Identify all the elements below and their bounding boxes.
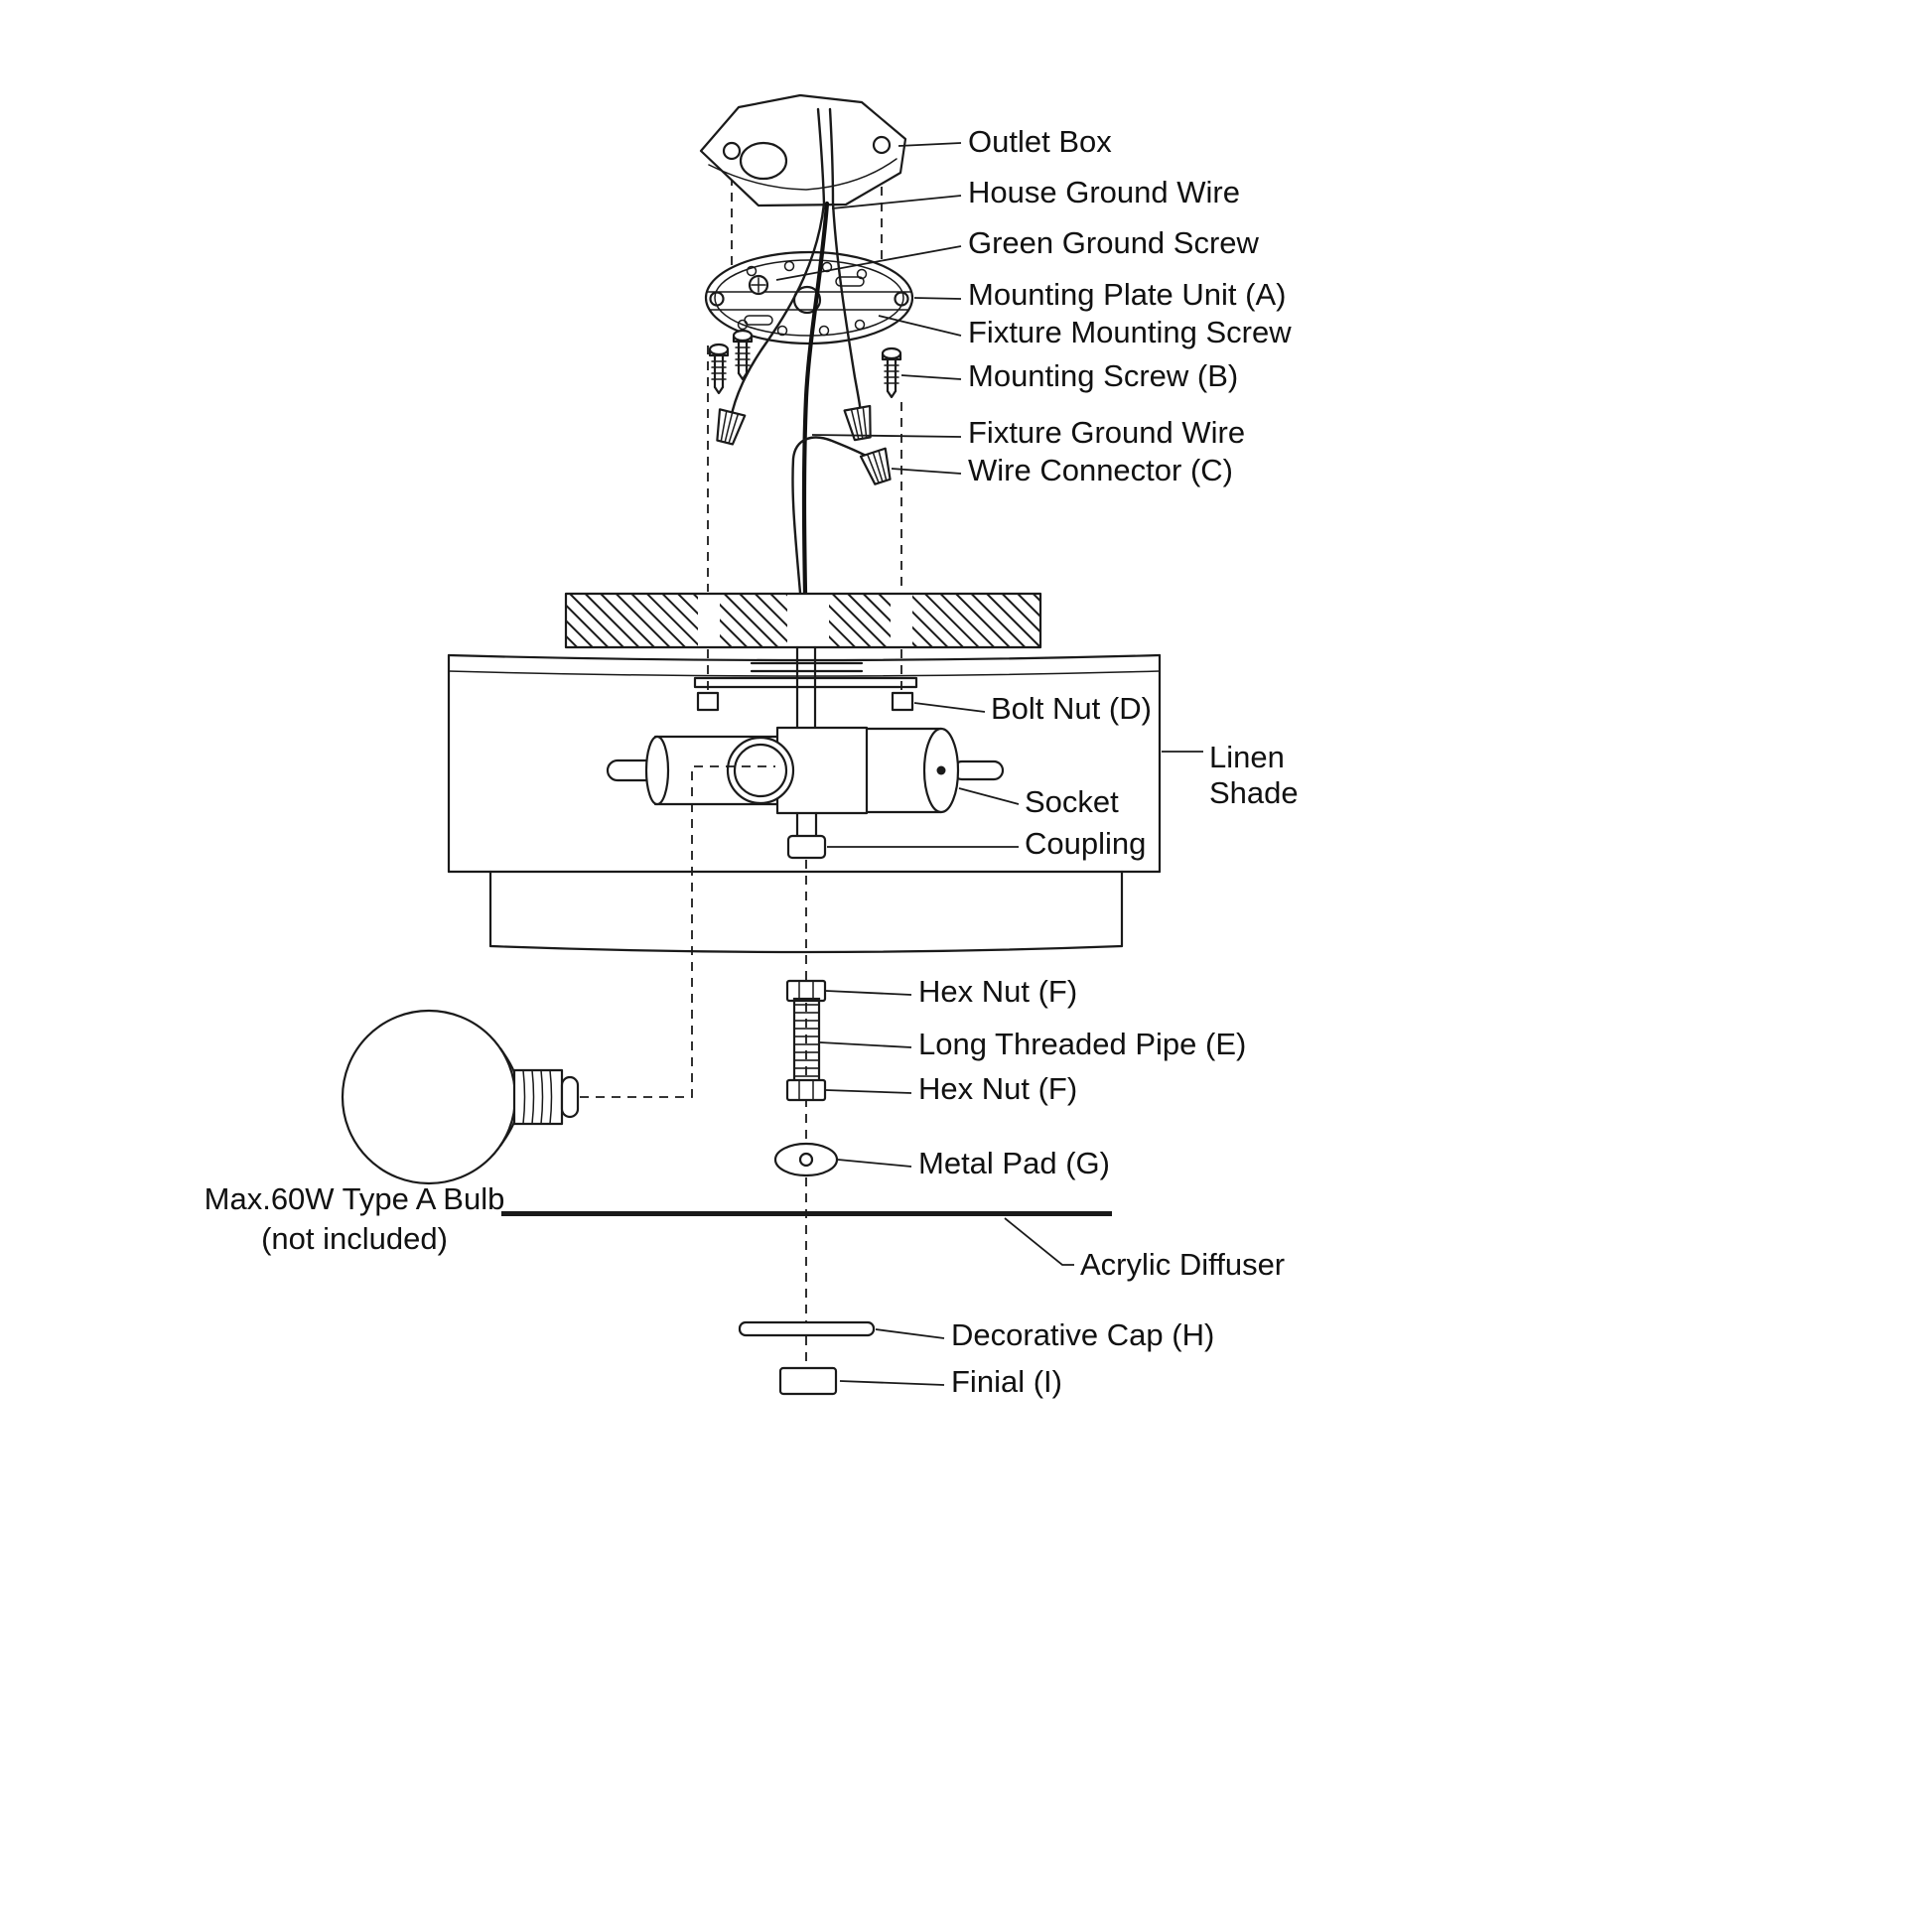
callout-mounting-plate-unit: Mounting Plate Unit (A) (913, 277, 1286, 312)
leader-hex-nut-upper (825, 990, 912, 996)
house-ground-wire-drawing (816, 107, 826, 206)
label-outlet-box: Outlet Box (968, 124, 1112, 159)
callout-bolt-nut: Bolt Nut (D) (913, 691, 1152, 726)
label-mounting-screw-b: Mounting Screw (B) (968, 358, 1238, 393)
leader-socket (958, 787, 1020, 805)
label-coupling: Coupling (1025, 826, 1146, 861)
leader-bolt-nut (913, 702, 986, 713)
linen-shade-drawing (447, 653, 1162, 954)
wire-connector-left (711, 408, 747, 447)
label-hex-nut-upper: Hex Nut (F) (918, 974, 1077, 1009)
green-ground-screw-drawing (748, 274, 769, 296)
label-decorative-cap: Decorative Cap (H) (951, 1317, 1214, 1352)
callout-hex-nut-upper: Hex Nut (F) (825, 974, 1077, 1009)
label-bolt-nut: Bolt Nut (D) (991, 691, 1152, 726)
leader-house-ground-wire (831, 195, 962, 209)
bolt-nut-left (696, 691, 720, 712)
callout-fixture-ground-wire: Fixture Ground Wire (811, 415, 1245, 450)
bulb-alignment-dashed-line (580, 765, 775, 1098)
label-socket: Socket (1025, 784, 1119, 819)
fixture-ground-wire-drawing (791, 436, 877, 595)
label-finial: Finial (I) (951, 1364, 1062, 1399)
hex-nut-lower-drawing (785, 1078, 827, 1102)
callout-decorative-cap: Decorative Cap (H) (875, 1317, 1214, 1352)
label-hex-nut-lower: Hex Nut (F) (918, 1071, 1077, 1106)
fixture-mounting-screw-drawing (708, 343, 730, 395)
leader-decorative-cap (875, 1328, 945, 1339)
callout-finial: Finial (I) (839, 1364, 1062, 1399)
callout-green-ground-screw: Green Ground Screw (775, 225, 1260, 281)
leader-mounting-plate-unit (913, 297, 962, 300)
leader-outlet-box (897, 142, 962, 147)
leader-fixture-mounting-screw (878, 315, 962, 337)
callouts: Outlet Box House Ground Wire Green Groun… (205, 124, 1299, 1399)
label-acrylic-diffuser: Acrylic Diffuser (1080, 1247, 1285, 1282)
outlet-box-drawing (699, 93, 907, 207)
finial-drawing (778, 1366, 838, 1396)
socket-pin-right (951, 759, 1005, 781)
label-fixture-mounting-screw: Fixture Mounting Screw (968, 315, 1292, 349)
label-long-threaded-pipe: Long Threaded Pipe (E) (918, 1027, 1246, 1061)
label-bulb-note-line1: Max.60W Type A Bulb (205, 1181, 505, 1216)
callout-coupling: Coupling (827, 826, 1146, 861)
label-bulb-note-line2: (not included) (261, 1221, 448, 1256)
label-linen-shade-line1: Linen (1209, 740, 1285, 774)
callout-metal-pad: Metal Pad (G) (837, 1146, 1110, 1180)
coupling-drawing (786, 834, 827, 860)
label-fixture-ground-wire: Fixture Ground Wire (968, 415, 1245, 450)
label-green-ground-screw: Green Ground Screw (968, 225, 1260, 260)
callout-long-threaded-pipe: Long Threaded Pipe (E) (819, 1027, 1246, 1061)
callout-house-ground-wire: House Ground Wire (831, 175, 1240, 209)
leader-wire-connector (891, 468, 962, 475)
socket-opening-drawing (726, 736, 795, 805)
leader-finial (839, 1380, 945, 1386)
label-linen-shade-line2: Shade (1209, 775, 1299, 810)
label-house-ground-wire: House Ground Wire (968, 175, 1240, 209)
label-wire-connector: Wire Connector (C) (968, 453, 1233, 487)
light-bulb-drawing (341, 1009, 580, 1185)
decorative-cap-drawing (738, 1320, 876, 1337)
leader-mounting-screw-b (900, 374, 962, 380)
leader-metal-pad (837, 1159, 912, 1168)
callout-socket: Socket (958, 784, 1119, 819)
callout-mounting-screw-b: Mounting Screw (B) (900, 358, 1238, 393)
canopy-drawing (564, 592, 1042, 649)
label-mounting-plate-unit: Mounting Plate Unit (A) (968, 277, 1286, 312)
leader-fixture-ground-wire (811, 434, 962, 438)
mounting-screw-b-drawing (881, 346, 902, 399)
callout-outlet-box: Outlet Box (897, 124, 1112, 159)
metal-pad-drawing (773, 1142, 839, 1177)
acrylic-diffuser-drawing (501, 1211, 1112, 1216)
outlet-box-screw-hole-left (722, 141, 742, 161)
long-threaded-pipe-drawing (792, 997, 821, 1084)
callout-acrylic-diffuser: Acrylic Diffuser (1004, 1217, 1285, 1282)
wire-connector-lower (859, 447, 897, 487)
callout-bulb-note: Max.60W Type A Bulb (not included) (205, 1181, 505, 1256)
callout-linen-shade: Linen Shade (1162, 740, 1299, 810)
leader-acrylic-diffuser (1004, 1217, 1074, 1266)
callout-wire-connector: Wire Connector (C) (891, 453, 1233, 487)
leader-hex-nut-lower (825, 1089, 912, 1094)
leader-green-ground-screw (775, 245, 962, 281)
callout-fixture-mounting-screw: Fixture Mounting Screw (878, 315, 1292, 349)
bolt-nut-right (891, 691, 914, 712)
leader-long-threaded-pipe (819, 1041, 912, 1048)
fixture-wires-drawing (729, 201, 877, 596)
callout-hex-nut-lower: Hex Nut (F) (825, 1071, 1077, 1106)
outlet-box-screw-hole-right (872, 135, 892, 155)
socket-assembly-drawing (606, 645, 1005, 860)
label-metal-pad: Metal Pad (G) (918, 1146, 1110, 1180)
